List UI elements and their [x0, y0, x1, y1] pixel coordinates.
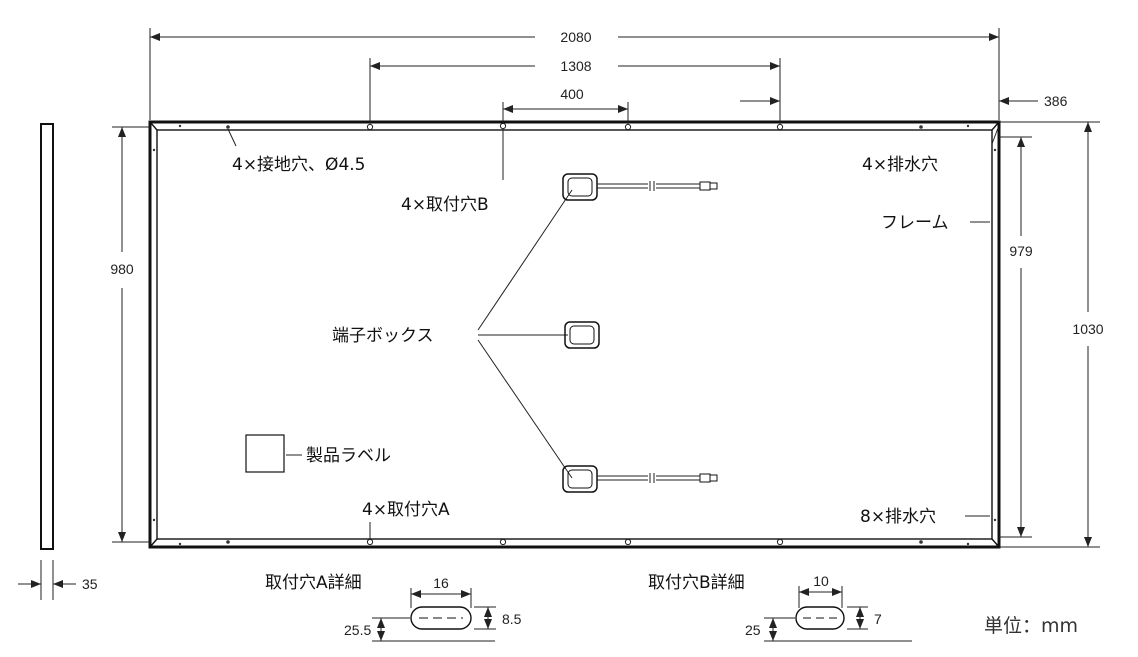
leaders: [227, 127, 999, 540]
product-label-box: [245, 434, 285, 473]
side-profile: 35: [18, 123, 98, 600]
label-frame: フレーム: [881, 213, 949, 233]
svg-text:979: 979: [1009, 243, 1033, 259]
dim-inner-height: 980: [110, 126, 150, 543]
junction-box-top: [562, 173, 718, 201]
junction-box-bottom: [562, 465, 718, 493]
svg-text:386: 386: [1044, 93, 1068, 109]
unit-label: 単位：mm: [984, 615, 1078, 637]
label-drain-holes-top: 4×排水穴: [862, 155, 938, 175]
label-ground-holes: 4×接地穴、Ø4.5: [232, 155, 365, 175]
dim-overall-height: 1030: [999, 121, 1104, 548]
label-drain-holes-bottom: 8×排水穴: [860, 507, 936, 527]
label-mount-holes-b: 4×取付穴B: [401, 195, 489, 215]
detail-a-offset: 25.5: [344, 622, 371, 638]
detail-a-width: 16: [433, 575, 449, 591]
dim-hole-b-spacing: 400: [502, 86, 629, 124]
svg-text:1308: 1308: [560, 58, 591, 74]
svg-text:1030: 1030: [1072, 321, 1103, 337]
bottom-holes: [152, 518, 997, 546]
detail-a: 取付穴A詳細 16 8.5 25.5: [265, 573, 522, 642]
label-product-label: 製品ラベル: [306, 446, 391, 466]
svg-text:980: 980: [110, 261, 134, 277]
junction-box-middle: [564, 321, 600, 349]
detail-b-width: 10: [813, 573, 829, 589]
dim-height-right: 979: [999, 136, 1033, 538]
dim-mount-spacing: 1308: [369, 58, 781, 124]
dim-overall-width: 2080: [149, 28, 1000, 120]
label-mount-holes-a: 4×取付穴A: [362, 500, 450, 520]
detail-a-title: 取付穴A詳細: [265, 573, 362, 593]
panel-frame: [148, 120, 1001, 549]
svg-text:2080: 2080: [560, 29, 591, 45]
top-holes: [152, 122, 997, 152]
detail-b: 取付穴B詳細 10 7 25: [648, 573, 912, 642]
svg-text:400: 400: [560, 86, 584, 102]
detail-a-height: 8.5: [502, 611, 522, 627]
detail-b-offset: 25: [745, 622, 761, 638]
dim-hole-offset: 386: [740, 93, 1068, 109]
label-junction-box: 端子ボックス: [332, 326, 434, 346]
frame-thickness-dim: 35: [82, 576, 98, 592]
detail-b-height: 7: [874, 611, 882, 627]
detail-b-title: 取付穴B詳細: [648, 573, 745, 593]
